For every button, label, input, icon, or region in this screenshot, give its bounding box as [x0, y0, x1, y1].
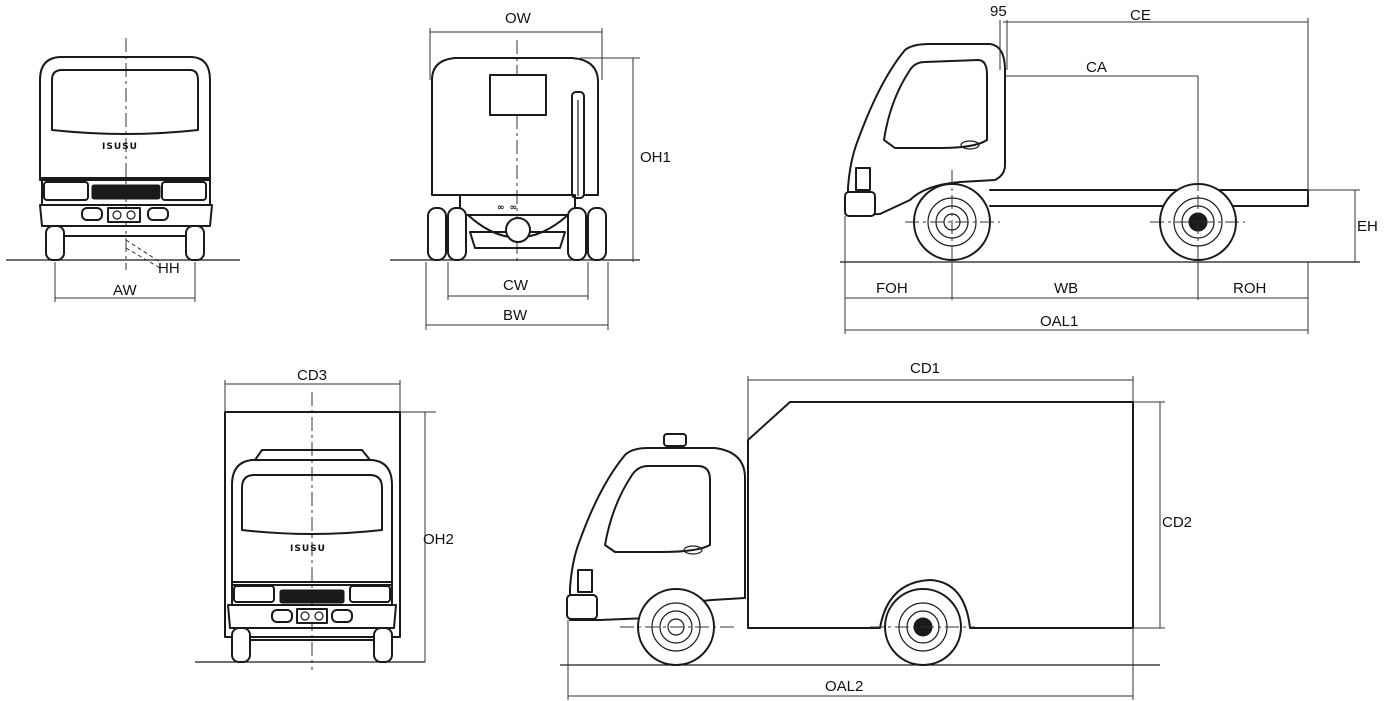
front-view-cab-chassis: ISUSU — [6, 38, 240, 302]
dim-label-cd1: CD1 — [910, 360, 940, 377]
dim-label-oh1: OH1 — [640, 149, 671, 166]
dim-label-oal2: OAL2 — [825, 678, 863, 695]
svg-text:ISUSU: ISUSU — [290, 544, 326, 554]
side-view-box-truck — [560, 376, 1165, 700]
dim-label-foh: FOH — [876, 280, 908, 297]
side-view-cab-chassis — [840, 18, 1360, 334]
rear-view-cab-chassis: ∞ ∞ — [390, 28, 640, 330]
brand-logo-text: ISUSU — [102, 142, 138, 152]
dim-label-95: 95 — [990, 3, 1007, 20]
dim-label-wb: WB — [1054, 280, 1078, 297]
dim-label-aw: AW — [113, 282, 137, 299]
dimension-labels: AW HH OW OH1 CW BW 95 CE CA EH FOH WB RO… — [113, 3, 1378, 695]
dim-label-ow: OW — [505, 10, 532, 27]
dim-label-roh: ROH — [1233, 280, 1266, 297]
dim-label-cd3: CD3 — [297, 367, 327, 384]
dim-label-oh2: OH2 — [423, 531, 454, 548]
dim-label-ce: CE — [1130, 7, 1151, 24]
dim-label-ca: CA — [1086, 59, 1107, 76]
dim-label-bw: BW — [503, 307, 528, 324]
dim-label-oal1: OAL1 — [1040, 313, 1078, 330]
dim-label-hh: HH — [158, 260, 180, 277]
dim-label-cw: CW — [503, 277, 529, 294]
dim-label-cd2: CD2 — [1162, 514, 1192, 531]
front-view-box-truck: ISUSU — [195, 380, 436, 670]
svg-text:∞ ∞: ∞ ∞ — [497, 203, 518, 213]
dim-label-eh: EH — [1357, 218, 1378, 235]
